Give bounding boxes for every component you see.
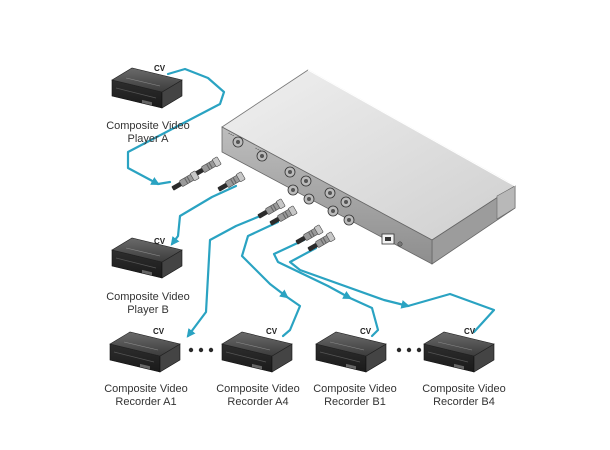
device-recorder-b1: CV Composite Video Recorder B1 bbox=[313, 327, 397, 408]
ellipsis-dots-b bbox=[396, 347, 422, 353]
device-label-line1: Composite Video bbox=[106, 291, 190, 303]
cv-label: CV bbox=[464, 327, 476, 336]
device-label-line2: Player A bbox=[128, 133, 170, 145]
rear-panel-connectors: ▪ ▪ ▪ ▪ ▪ ▪ bbox=[228, 131, 403, 247]
device-label-line1: Composite Video bbox=[104, 383, 188, 395]
cv-label: CV bbox=[154, 237, 166, 246]
device-label-line2: Recorder A1 bbox=[115, 396, 176, 408]
cv-label: CV bbox=[266, 327, 278, 336]
device-recorder-a4: CV Composite Video Recorder A4 bbox=[216, 327, 300, 408]
switcher-chassis bbox=[221, 69, 516, 265]
device-label-line2: Recorder B1 bbox=[324, 396, 386, 408]
device-label-line1: Composite Video bbox=[313, 383, 397, 395]
cv-label: CV bbox=[154, 64, 166, 73]
device-player-b: CV Composite Video Player B bbox=[106, 237, 190, 316]
device-label-line2: Player B bbox=[127, 304, 169, 316]
cv-label: CV bbox=[153, 327, 165, 336]
device-label-line2: Recorder B4 bbox=[433, 396, 495, 408]
device-recorder-a1: CV Composite Video Recorder A1 bbox=[104, 327, 188, 408]
svg-text:▪ ▪ ▪: ▪ ▪ ▪ bbox=[228, 131, 235, 137]
ellipsis-dots-a bbox=[188, 347, 214, 353]
device-label-line1: Composite Video bbox=[106, 120, 190, 132]
cables bbox=[126, 67, 496, 338]
device-recorder-b4: CV Composite Video Recorder B4 bbox=[422, 327, 506, 408]
svg-text:▪ ▪ ▪: ▪ ▪ ▪ bbox=[255, 146, 262, 152]
device-player-a: CV Composite Video Player A bbox=[106, 64, 190, 145]
device-label-line1: Composite Video bbox=[422, 383, 506, 395]
device-label-line1: Composite Video bbox=[216, 383, 300, 395]
device-label-line2: Recorder A4 bbox=[227, 396, 288, 408]
cv-label: CV bbox=[360, 327, 372, 336]
